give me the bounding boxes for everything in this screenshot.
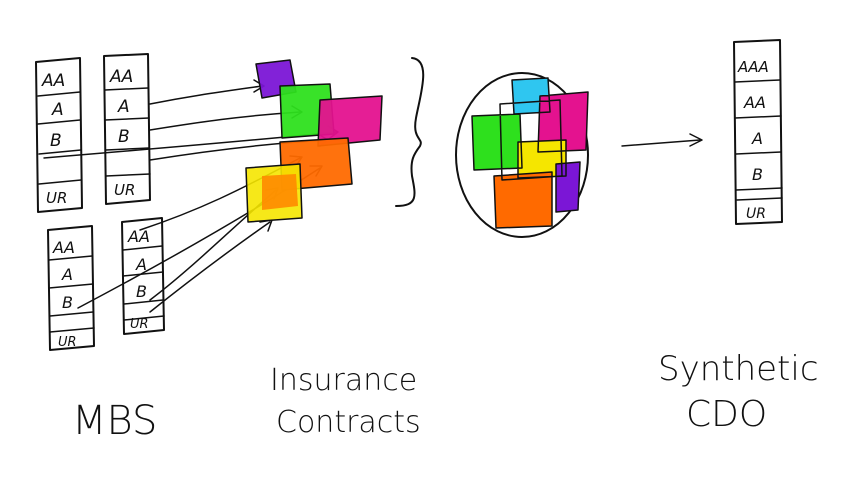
pool-magenta [538, 92, 588, 152]
mbs-stack-1-tranche-aa: AA [41, 71, 65, 91]
mbs-stack-3-tranche-a: A [61, 265, 73, 284]
insurance-caption-line1: Insurance [270, 363, 417, 398]
contract-pool [455, 72, 589, 238]
mbs-stack-3: AA A B UR [47, 225, 95, 351]
cdo-tranche-a: A [751, 129, 763, 148]
mbs-stack-4-tranche-aa: AA [127, 227, 150, 246]
contract-magenta [318, 96, 382, 146]
mbs-stack-2-tranche-aa: AA [109, 67, 133, 87]
mbs-stack-1-tranche-b: B [50, 131, 62, 151]
mbs-stack-4: AA A B UR [121, 217, 165, 335]
pool-purple [556, 162, 580, 212]
cdo-tranche-b: B [752, 165, 763, 184]
pool-yellow [518, 140, 566, 178]
mbs-stack-3-tranche-aa: AA [52, 238, 75, 257]
curly-brace [395, 57, 425, 207]
cdo-tranche-aaa: AAA [737, 58, 769, 76]
mbs-stack-2-tranche-a: A [117, 97, 130, 117]
insurance-caption-line2: Contracts [276, 405, 421, 440]
mbs-stack-3-tranche-b: B [62, 293, 73, 312]
cdo-tranche-ur: UR [746, 206, 766, 222]
mbs-stack-2-tranche-ur: UR [114, 181, 135, 199]
mbs-stack-4-tranche-b: B [136, 282, 147, 301]
pool-green [472, 114, 522, 170]
pool-circle [455, 72, 589, 238]
cdo-tranche-aa: AA [743, 93, 766, 112]
cdo-caption-line1: Synthetic [658, 349, 819, 389]
mbs-stack-1-tranche-ur: UR [46, 189, 67, 207]
mbs-stack-1-tranche-a: A [51, 100, 64, 120]
mbs-stack-2-tranche-b: B [118, 127, 130, 147]
contract-orange-small [262, 174, 298, 210]
mbs-stack-4-tranche-ur: UR [130, 317, 149, 332]
cdo-caption-line2: CDO [686, 394, 767, 435]
mbs-stack-3-tranche-ur: UR [58, 335, 77, 350]
mbs-stack-2: AA A B UR [103, 53, 151, 205]
mbs-caption: MBS [72, 398, 157, 444]
pool-to-cdo-arrow [621, 133, 703, 147]
mbs-stack-1: AA A B UR [35, 57, 83, 213]
insurance-contract-cluster [245, 59, 383, 223]
cdo-stack: AAA AA A B UR [733, 39, 783, 225]
mbs-stack-4-tranche-a: A [135, 255, 147, 274]
pool-orange [494, 172, 552, 228]
